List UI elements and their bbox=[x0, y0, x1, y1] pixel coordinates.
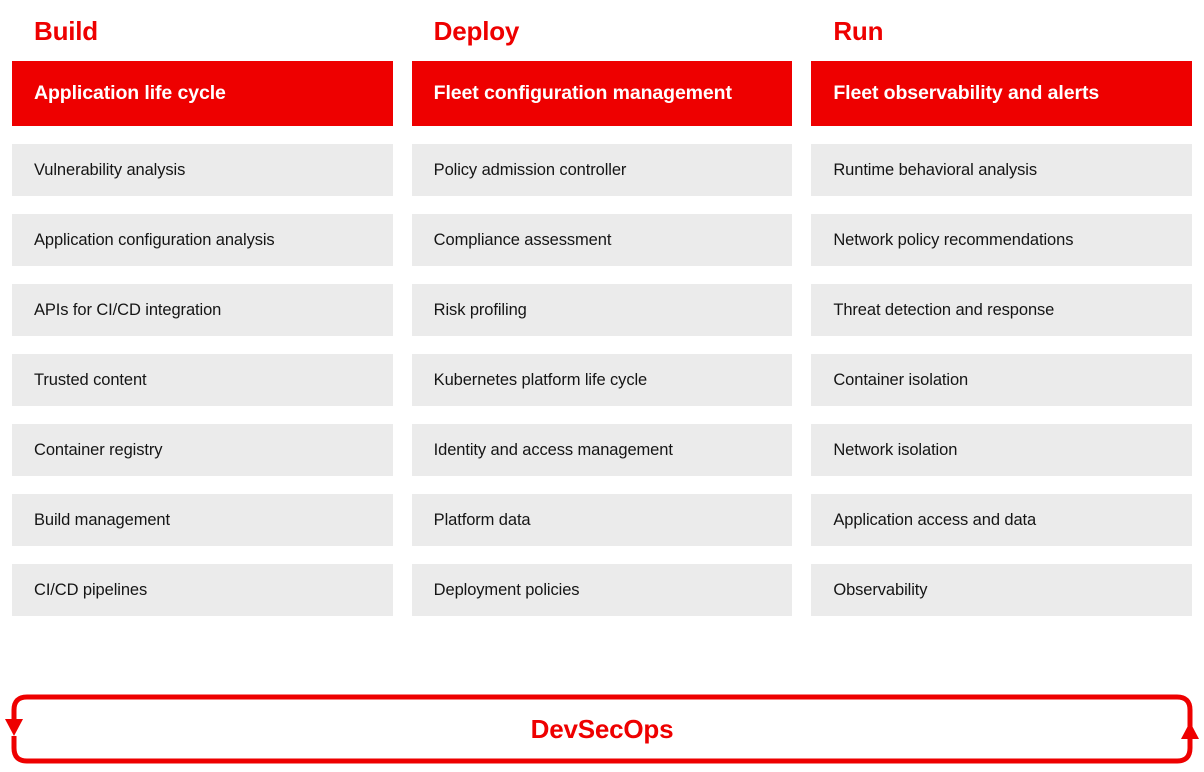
tile-item[interactable]: Runtime behavioral analysis bbox=[811, 144, 1193, 196]
arrow-up-icon bbox=[1181, 722, 1199, 739]
tile-item[interactable]: Network isolation bbox=[811, 424, 1193, 476]
tile-item[interactable]: Policy admission controller bbox=[411, 144, 793, 196]
tile-item[interactable]: Network policy recommendations bbox=[811, 214, 1193, 266]
tile-item[interactable]: Application configuration analysis bbox=[12, 214, 393, 266]
phase-label-build: Build bbox=[34, 15, 98, 46]
tile-item[interactable]: Identity and access management bbox=[411, 424, 793, 476]
tile-item[interactable]: Trusted content bbox=[12, 354, 393, 406]
arrow-down-icon bbox=[5, 719, 23, 736]
phase-label-run: Run bbox=[833, 15, 884, 46]
column-header-build[interactable]: Application life cycle bbox=[12, 61, 393, 126]
cycle-path-bottom bbox=[11, 736, 1193, 764]
tile-item[interactable]: Compliance assessment bbox=[411, 214, 793, 266]
cycle-path-top bbox=[11, 694, 1193, 732]
tile-list-run: Runtime behavioral analysis Network poli… bbox=[811, 144, 1193, 616]
tile-item[interactable]: APIs for CI/CD integration bbox=[12, 284, 393, 336]
tile-list-build: Vulnerability analysis Application confi… bbox=[12, 144, 393, 616]
tile-item[interactable]: Application access and data bbox=[811, 494, 1193, 546]
tile-item[interactable]: Platform data bbox=[411, 494, 793, 546]
devsecops-cycle-banner bbox=[0, 686, 1204, 772]
phase-label-deploy: Deploy bbox=[433, 15, 520, 46]
tile-item[interactable]: Build management bbox=[12, 494, 393, 546]
tile-item[interactable]: Container registry bbox=[12, 424, 393, 476]
tile-item[interactable]: Risk profiling bbox=[411, 284, 793, 336]
tile-list-deploy: Policy admission controller Compliance a… bbox=[411, 144, 793, 616]
column-deploy: Deploy Fleet configuration management Po… bbox=[411, 0, 793, 616]
column-build: Build Application life cycle Vulnerabili… bbox=[12, 0, 393, 616]
column-header-deploy[interactable]: Fleet configuration management bbox=[411, 61, 793, 126]
tile-item[interactable]: Container isolation bbox=[811, 354, 1193, 406]
tile-item[interactable]: Kubernetes platform life cycle bbox=[411, 354, 793, 406]
tile-item[interactable]: Threat detection and response bbox=[811, 284, 1193, 336]
column-header-run[interactable]: Fleet observability and alerts bbox=[811, 61, 1193, 126]
tile-item[interactable]: CI/CD pipelines bbox=[12, 564, 393, 616]
column-run: Run Fleet observability and alerts Runti… bbox=[811, 0, 1193, 616]
tile-item[interactable]: Vulnerability analysis bbox=[12, 144, 393, 196]
tile-item[interactable]: Deployment policies bbox=[411, 564, 793, 616]
phase-columns: Build Application life cycle Vulnerabili… bbox=[12, 0, 1193, 616]
tile-item[interactable]: Observability bbox=[811, 564, 1193, 616]
